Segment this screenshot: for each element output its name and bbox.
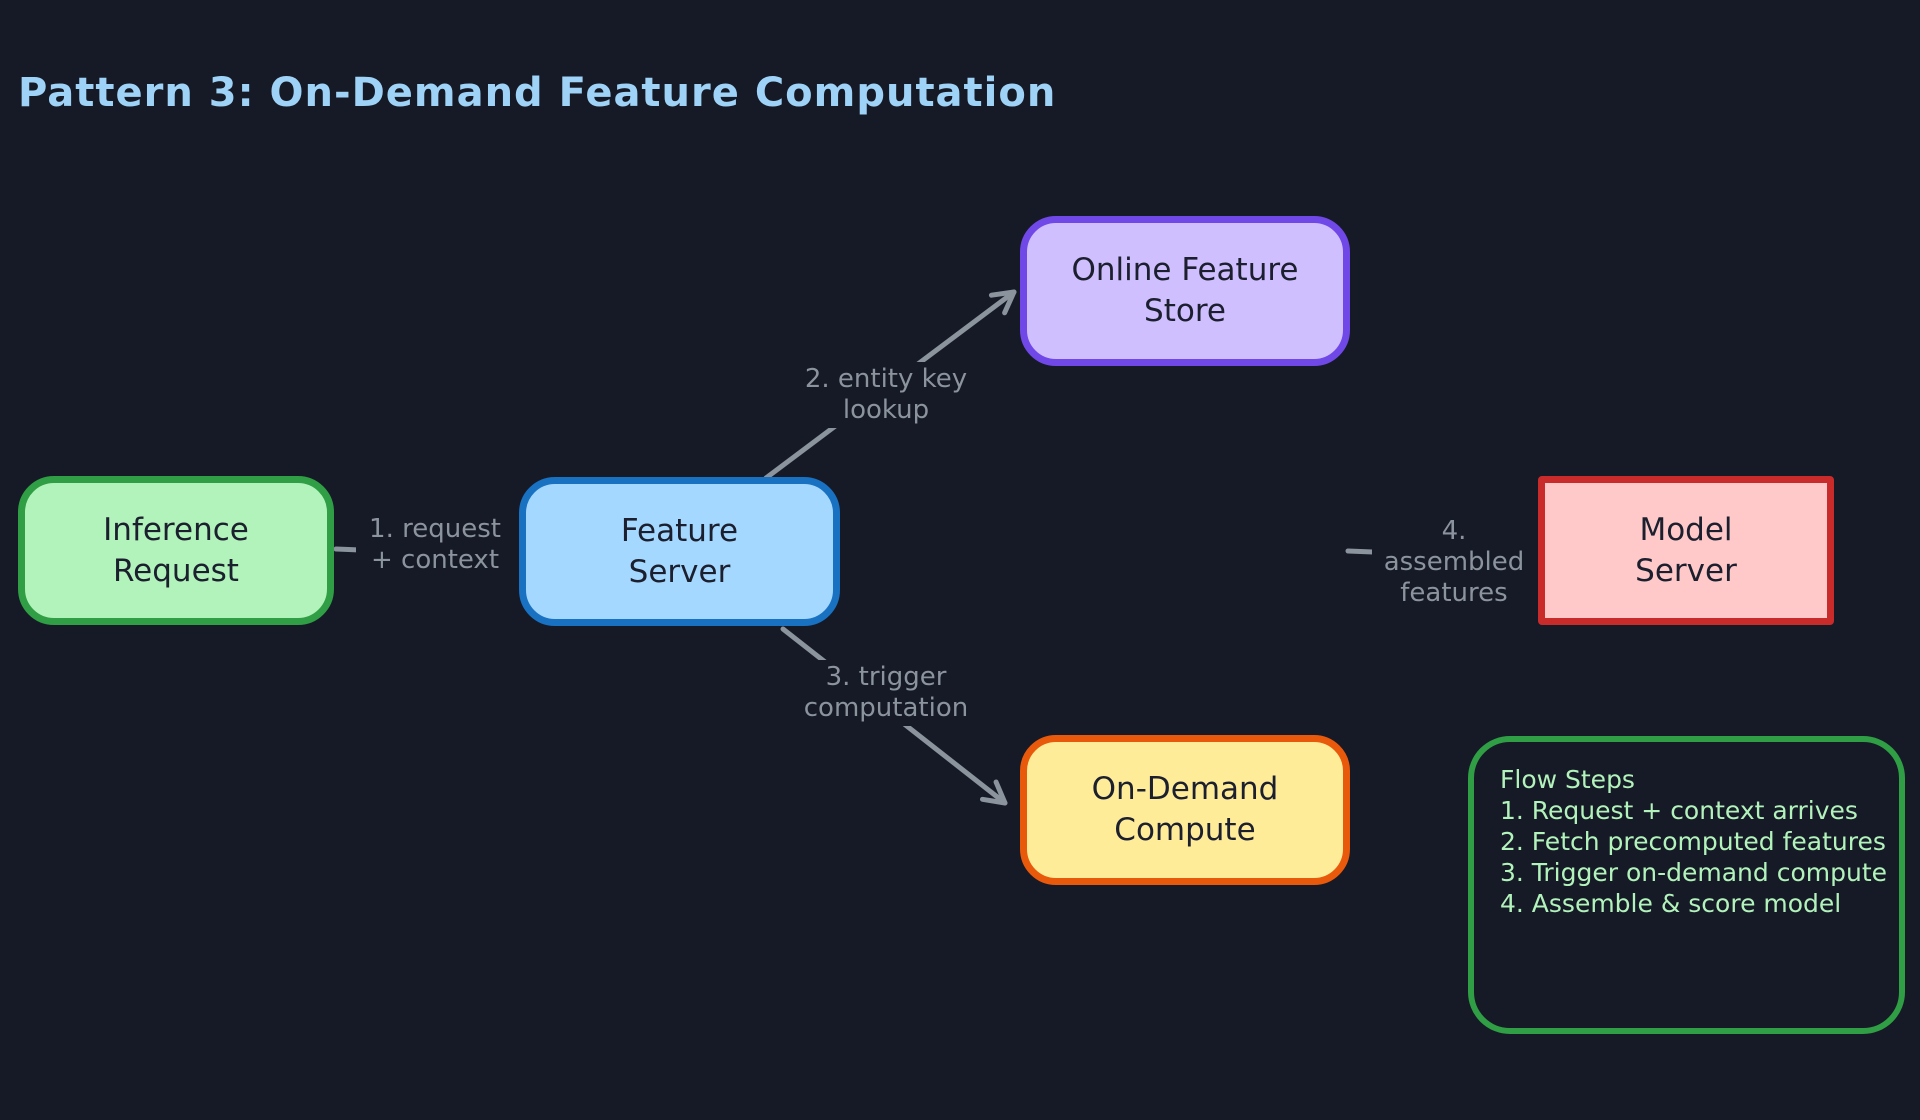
node-model-server: Model Server (1538, 476, 1834, 625)
flow-step-4: 4. Assemble & score model (1500, 889, 1842, 918)
edge-label-assembled-features: 4. assembled features (1372, 514, 1536, 611)
flow-step-1: 1. Request + context arrives (1500, 796, 1858, 825)
flow-step-3: 3. Trigger on-demand compute (1500, 858, 1887, 887)
node-on-demand-compute: On-Demand Compute (1020, 735, 1350, 885)
diagram-title: Pattern 3: On-Demand Feature Computation (18, 70, 1057, 116)
node-feature-server: Feature Server (519, 477, 840, 626)
flow-step-2: 2. Fetch precomputed features (1500, 827, 1886, 856)
edge-label-entity-key-lookup: 2. entity key lookup (786, 362, 986, 428)
flow-steps-title: Flow Steps (1500, 765, 1635, 794)
edge-label-request-context: 1. request + context (356, 512, 514, 578)
edge-label-trigger-computation: 3. trigger computation (786, 660, 986, 726)
flow-steps-panel: Flow Steps 1. Request + context arrives … (1468, 736, 1905, 1034)
node-online-feature-store: Online Feature Store (1020, 216, 1350, 366)
node-inference-request: Inference Request (18, 476, 334, 625)
